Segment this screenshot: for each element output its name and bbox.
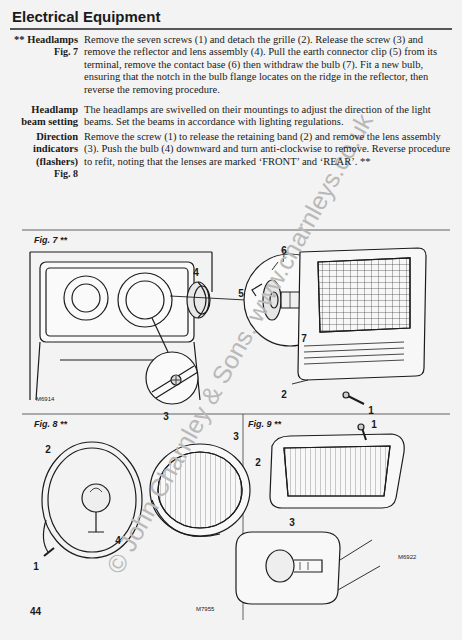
callout-number: 7	[301, 333, 307, 344]
drawing-code: M6914	[36, 396, 54, 403]
figure-label: Fig. 8 **	[34, 420, 67, 430]
page-heading: Electrical Equipment	[12, 8, 160, 25]
drawing-code: M7955	[196, 606, 214, 613]
callout-number: 2	[255, 457, 261, 468]
callout-number: 4	[193, 267, 199, 278]
side-heading: Headlamp beam setting	[8, 104, 78, 129]
figure-label: Fig. 7 **	[34, 236, 67, 246]
figure-label: Fig. 9 **	[248, 420, 281, 430]
callout-number: 3	[163, 411, 169, 422]
callout-number: 5	[238, 288, 244, 299]
page-number: 44	[30, 606, 41, 617]
side-heading: Direction indicators (flashers)	[8, 131, 78, 168]
body-text: The headlamps are swivelled on their mou…	[84, 104, 452, 129]
callout-number: 4	[115, 535, 121, 546]
callout-number: 1	[33, 561, 39, 572]
body-text: Remove the seven screws (1) and detach t…	[84, 34, 452, 96]
callout-number: 6	[281, 245, 287, 256]
callout-number: 1	[368, 405, 374, 416]
side-lamp-figure	[236, 424, 404, 604]
callout-number: 2	[281, 389, 287, 400]
callout-number: 2	[45, 444, 51, 455]
callout-number: 3	[233, 431, 239, 442]
side-heading: ** Headlamps	[8, 34, 78, 46]
callout-number: 1	[371, 419, 377, 430]
body-text: Remove the screw (1) to release the reta…	[84, 131, 452, 168]
callout-number: 3	[289, 517, 295, 528]
drawing-code: M6922	[398, 554, 416, 561]
figure-ref: Fig. 8	[8, 168, 78, 180]
figure-ref: Fig. 7	[8, 46, 78, 58]
